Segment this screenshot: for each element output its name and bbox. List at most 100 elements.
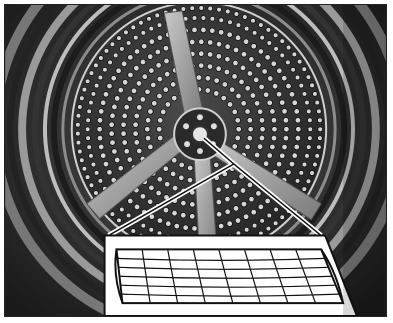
perforation-hole xyxy=(239,79,245,85)
perforation-hole xyxy=(79,158,84,163)
perforation-hole xyxy=(286,60,291,65)
perforation-hole xyxy=(98,144,104,150)
perforation-hole xyxy=(225,196,231,202)
perforation-hole xyxy=(149,39,155,45)
perforation-hole xyxy=(121,61,127,67)
perforation-hole xyxy=(187,177,193,183)
perforation-hole xyxy=(235,135,241,141)
perforation-hole xyxy=(75,122,80,127)
perforation-hole xyxy=(141,223,146,228)
perforation-hole xyxy=(233,193,239,199)
drum-illustration xyxy=(5,5,386,316)
perforation-hole xyxy=(156,63,162,69)
perforation-hole xyxy=(77,105,82,110)
perforation-hole xyxy=(317,145,322,150)
perforation-hole xyxy=(233,60,239,66)
perforation-hole xyxy=(85,79,90,84)
perforation-hole xyxy=(286,83,292,89)
perforation-hole xyxy=(259,118,265,124)
perforation-hole xyxy=(134,140,140,146)
perforation-hole xyxy=(142,74,148,80)
perforation-hole xyxy=(141,30,146,35)
perforation-hole xyxy=(119,207,124,212)
perforation-hole xyxy=(133,122,139,128)
perforation-hole xyxy=(295,178,300,183)
perforation-hole xyxy=(198,39,204,45)
perforation-hole xyxy=(302,92,307,97)
perforation-hole xyxy=(270,109,276,115)
perforation-hole xyxy=(103,161,109,167)
perforation-hole xyxy=(263,92,269,98)
perforation-hole xyxy=(225,209,231,215)
perforation-hole xyxy=(262,69,268,75)
perforation-hole xyxy=(317,109,322,114)
perforation-hole xyxy=(140,97,146,103)
perforation-hole xyxy=(109,122,115,128)
perforation-hole xyxy=(294,144,300,150)
perforation-hole xyxy=(245,86,251,92)
perforation-hole xyxy=(266,226,271,231)
perforation-hole xyxy=(124,148,130,154)
perforation-hole xyxy=(235,218,241,224)
perforation-hole xyxy=(127,96,133,102)
perforation-hole xyxy=(134,113,140,119)
perforation-hole xyxy=(295,117,301,123)
perforation-hole xyxy=(299,83,304,88)
perforation-hole xyxy=(75,131,80,136)
perforation-hole xyxy=(192,226,198,232)
perforation-hole xyxy=(308,127,313,132)
perforation-hole xyxy=(187,165,193,171)
perforation-hole xyxy=(247,117,253,123)
perforation-hole xyxy=(149,185,155,191)
perforation-hole xyxy=(216,187,222,193)
perforation-hole xyxy=(189,39,195,45)
perforation-hole xyxy=(254,101,260,107)
perforation-hole xyxy=(107,170,113,176)
perforation-hole xyxy=(85,175,90,180)
perforation-hole xyxy=(258,23,263,28)
perforation-hole xyxy=(280,39,285,44)
drying-rack-inset xyxy=(105,236,357,316)
perforation-hole xyxy=(208,6,213,11)
perforation-hole xyxy=(232,179,238,185)
perforation-hole xyxy=(207,52,213,58)
perforation-hole xyxy=(243,39,249,45)
perforation-hole xyxy=(156,126,162,132)
perforation-hole xyxy=(236,126,242,132)
perforation-hole xyxy=(76,140,81,145)
perforation-hole xyxy=(294,109,300,115)
perforation-hole xyxy=(280,215,285,220)
perforation-hole xyxy=(225,56,231,62)
perforation-hole xyxy=(296,126,302,132)
perforation-hole xyxy=(222,82,228,88)
perforation-hole xyxy=(306,145,311,150)
perforation-hole xyxy=(131,25,136,30)
perforation-hole xyxy=(305,153,310,158)
perforation-hole xyxy=(267,100,273,106)
perforation-hole xyxy=(198,51,204,57)
perforation-hole xyxy=(250,93,256,99)
perforation-hole xyxy=(94,83,99,88)
perforation-hole xyxy=(213,162,219,168)
perforation-hole xyxy=(240,65,246,71)
perforation-hole xyxy=(172,185,178,191)
perforation-hole xyxy=(295,75,300,80)
perforation-hole xyxy=(150,82,156,88)
perforation-hole xyxy=(126,41,131,46)
perforation-hole xyxy=(233,47,239,53)
perforation-hole xyxy=(149,214,155,220)
perforation-hole xyxy=(94,63,99,68)
perforation-hole xyxy=(199,6,204,11)
perforation-hole xyxy=(210,28,216,34)
perforation-hole xyxy=(257,144,263,150)
perforation-hole xyxy=(117,36,122,41)
perforation-hole xyxy=(163,87,169,93)
perforation-hole xyxy=(124,30,129,35)
perforation-hole xyxy=(157,93,163,99)
perforation-hole xyxy=(318,118,323,123)
perforation-hole xyxy=(247,182,253,188)
perforation-hole xyxy=(271,61,277,67)
perforation-hole xyxy=(241,101,247,107)
perforation-hole xyxy=(121,122,127,128)
perforation-hole xyxy=(108,60,113,65)
